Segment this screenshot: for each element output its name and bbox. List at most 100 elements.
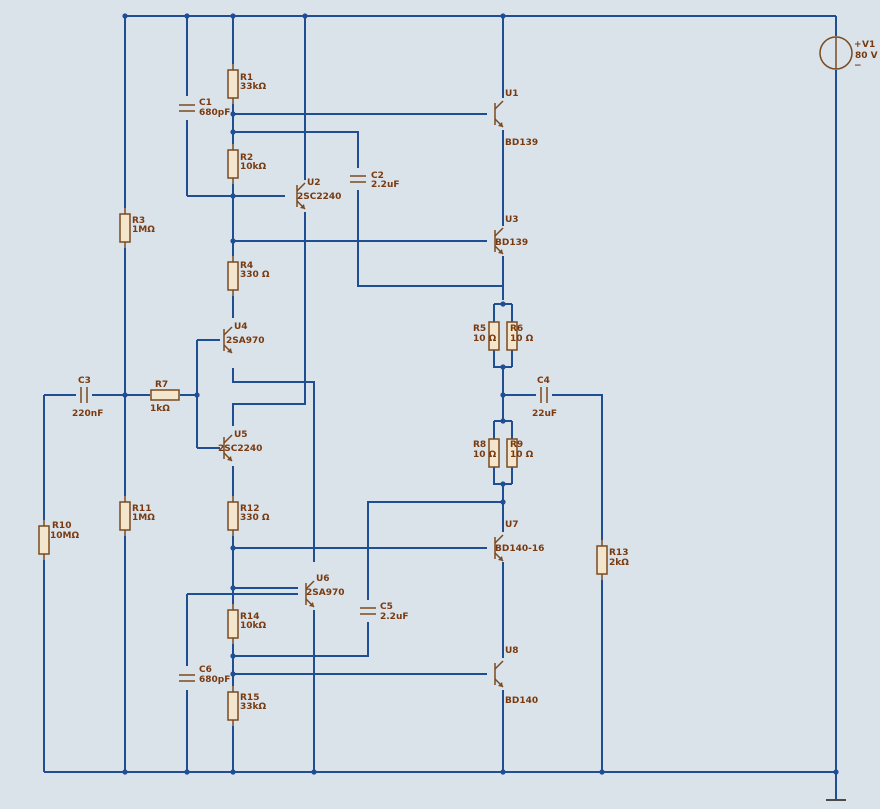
c6-value-label: 680pF <box>199 675 230 685</box>
u8-value-label: BD140 <box>505 696 538 706</box>
r2-ref-label: R2 <box>240 153 253 163</box>
r5-value-label: 10 Ω <box>473 334 497 344</box>
junction-dot <box>230 769 236 775</box>
u1-arrow <box>498 122 503 127</box>
c1-value-label: 680pF <box>199 108 230 118</box>
r3-resistor <box>119 213 131 243</box>
wire <box>357 190 503 287</box>
r5-resistor <box>488 321 500 351</box>
junction-dot <box>302 13 308 19</box>
wires <box>43 15 846 801</box>
r15-ref-label: R15 <box>240 693 259 703</box>
u7-value-label: BD140-16 <box>495 544 544 554</box>
u2-arrow <box>300 204 305 209</box>
u4-ref-label: U4 <box>234 322 248 332</box>
wire <box>367 501 503 600</box>
junction-dot <box>500 769 506 775</box>
junctions <box>122 13 839 775</box>
r1-ref-label: R1 <box>240 73 253 83</box>
c3-ref-label: C3 <box>78 376 91 386</box>
r13-ref-label: R13 <box>609 548 628 558</box>
r15-value-label: 33kΩ <box>240 702 267 712</box>
r5-ref-label: R5 <box>473 324 486 334</box>
components: +− <box>38 36 862 726</box>
junction-dot <box>194 392 200 398</box>
c5-value-label: 2.2uF <box>380 612 409 622</box>
u5-ref-label: U5 <box>234 430 248 440</box>
r6-ref-label: R6 <box>510 324 523 334</box>
junction-dot <box>230 653 236 659</box>
r2-value-label: 10kΩ <box>240 162 267 172</box>
junction-dot <box>500 481 506 487</box>
v1-value-label: 80 V <box>855 51 878 61</box>
junction-dot <box>500 418 506 424</box>
r1-value-label: 33kΩ <box>240 82 267 92</box>
r14-value-label: 10kΩ <box>240 621 267 631</box>
wire <box>552 394 603 540</box>
u1-ref-label: U1 <box>505 89 519 99</box>
r8-resistor <box>488 438 500 468</box>
junction-dot <box>500 499 506 505</box>
v1-plus-sign: + <box>854 40 862 50</box>
r7-value-label: 1kΩ <box>150 404 170 414</box>
c2-value-label: 2.2uF <box>371 180 400 190</box>
r12-resistor <box>227 501 239 531</box>
r9-value-label: 10 Ω <box>510 450 534 460</box>
r9-ref-label: R9 <box>510 440 523 450</box>
r12-ref-label: R12 <box>240 504 259 514</box>
u4-value-label: 2SA970 <box>226 336 265 346</box>
r7-resistor <box>150 389 180 401</box>
junction-dot <box>230 545 236 551</box>
u6-lead <box>305 580 315 590</box>
r10-ref-label: R10 <box>52 521 71 531</box>
r13-value-label: 2kΩ <box>609 558 629 568</box>
junction-dot <box>599 769 605 775</box>
u2-value-label: 2SC2240 <box>297 192 341 202</box>
junction-dot <box>122 13 128 19</box>
r13-resistor <box>596 545 608 575</box>
wire <box>233 131 359 168</box>
u5-arrow <box>227 456 232 461</box>
r8-ref-label: R8 <box>473 440 486 450</box>
u2-ref-label: U2 <box>307 178 321 188</box>
r11-resistor <box>119 501 131 531</box>
junction-dot <box>500 301 506 307</box>
c1-ref-label: C1 <box>199 98 212 108</box>
c3-value-label: 220nF <box>72 409 103 419</box>
junction-dot <box>230 238 236 244</box>
c6-ref-label: C6 <box>199 665 212 675</box>
u7-ref-label: U7 <box>505 520 519 530</box>
junction-dot <box>230 111 236 117</box>
r14-ref-label: R14 <box>240 612 259 622</box>
r2-resistor <box>227 149 239 179</box>
u6-arrow <box>309 602 314 607</box>
junction-dot <box>230 193 236 199</box>
r12-value-label: 330 Ω <box>240 513 270 523</box>
u3-arrow <box>498 249 503 254</box>
r6-value-label: 10 Ω <box>510 334 534 344</box>
r9-resistor <box>506 438 518 468</box>
u5-lead <box>223 434 233 444</box>
u7-lead <box>494 534 504 544</box>
junction-dot <box>184 769 190 775</box>
r3-ref-label: R3 <box>132 216 145 226</box>
junction-dot <box>230 585 236 591</box>
wire <box>232 368 315 562</box>
r6-resistor <box>506 321 518 351</box>
u3-ref-label: U3 <box>505 215 519 225</box>
c2-ref-label: C2 <box>371 171 384 181</box>
u3-lead <box>494 227 504 237</box>
u4-lead <box>223 326 233 336</box>
c4-value-label: 22uF <box>532 409 557 419</box>
c4-ref-label: C4 <box>537 376 550 386</box>
junction-dot <box>230 671 236 677</box>
u8-lead <box>494 660 504 670</box>
r11-ref-label: R11 <box>132 504 151 514</box>
u1-lead <box>494 100 504 110</box>
junction-dot <box>500 392 506 398</box>
c5-ref-label: C5 <box>380 602 393 612</box>
u4-arrow <box>227 348 232 353</box>
r1-resistor <box>227 69 239 99</box>
r10-value-label: 10MΩ <box>50 531 79 541</box>
junction-dot <box>230 13 236 19</box>
